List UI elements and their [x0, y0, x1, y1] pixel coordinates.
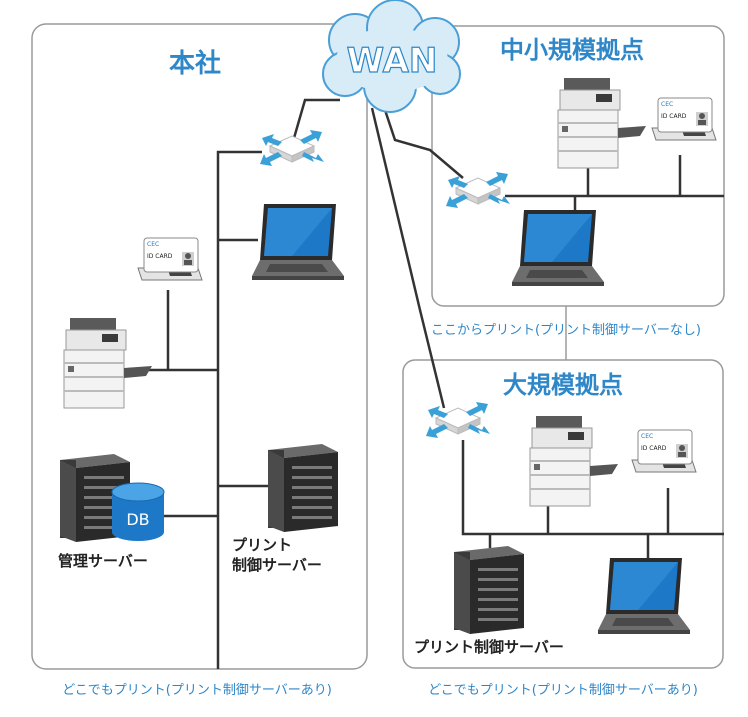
small-site-printer-icon [557, 77, 647, 169]
large-site-title: 大規模拠点 [503, 371, 623, 399]
hq-printer-icon [63, 317, 153, 409]
small-site-frame [431, 25, 725, 307]
small-card-brand: CEC [661, 101, 673, 108]
large-card-line1: ID CARD [641, 445, 667, 452]
hq-print-server-icon [268, 444, 338, 532]
id-card-texts: CEC ID CARD CEC ID CARD CEC ID CARD [147, 101, 687, 452]
large-site-print-server-icon [454, 546, 524, 634]
mgmt-server-label: 管理サーバー [58, 552, 148, 570]
small-card-line1: ID CARD [661, 113, 687, 120]
hq-frame [31, 23, 368, 670]
db-label: DB [126, 510, 149, 529]
large-site-frame [402, 359, 724, 669]
large-site-print-server-label: プリント制御サーバー [414, 638, 564, 656]
small-site-caption: ここからプリント(プリント制御サーバーなし) [431, 323, 701, 338]
large-card-brand: CEC [641, 433, 653, 440]
small-site-title: 中小規模拠点 [500, 36, 644, 64]
large-site-laptop-icon [598, 558, 690, 634]
db-icon: DB [111, 482, 165, 541]
hq-title: 本社 [169, 48, 221, 79]
hq-print-server-label-1: プリント [232, 536, 292, 554]
hq-router-icon [259, 129, 325, 167]
hq-card-line1: ID CARD [147, 253, 173, 260]
small-site-laptop-icon [512, 210, 604, 286]
network-lines [100, 98, 724, 669]
large-site-printer-icon [529, 415, 619, 507]
wan-cloud: WAN [322, 0, 461, 113]
small-site-router-icon [445, 171, 511, 209]
wan-label: WAN [347, 41, 438, 81]
hq-laptop-icon [252, 204, 344, 280]
large-site-router-icon [425, 401, 491, 439]
hq-card-brand: CEC [147, 241, 159, 248]
hq-caption: どこでもプリント(プリント制御サーバーあり) [62, 683, 332, 698]
large-site-caption: どこでもプリント(プリント制御サーバーあり) [428, 683, 698, 698]
hq-print-server-label-2: 制御サーバー [232, 556, 322, 574]
